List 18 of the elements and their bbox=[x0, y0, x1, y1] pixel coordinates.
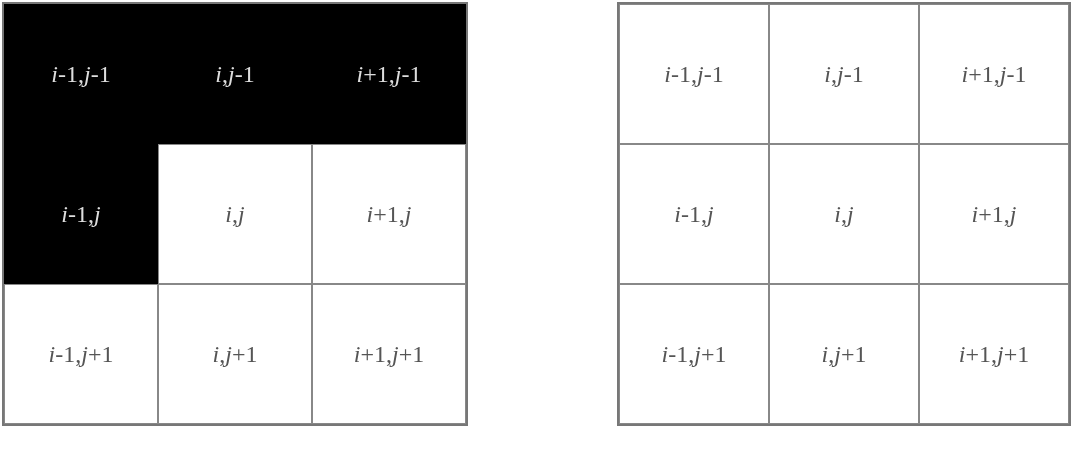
grid-cell: i-1,j bbox=[4, 144, 158, 284]
grid-cell: i+1,j+1 bbox=[919, 284, 1069, 424]
grid-cell: i-1,j-1 bbox=[619, 4, 769, 144]
grid-cell: i+1,j bbox=[919, 144, 1069, 284]
grid-cell: i+1,j-1 bbox=[919, 4, 1069, 144]
grid-cell: i,j-1 bbox=[769, 4, 919, 144]
grid-cell: i-1,j+1 bbox=[4, 284, 158, 424]
grid-cell: i,j bbox=[158, 144, 312, 284]
grid-cell: i,j+1 bbox=[769, 284, 919, 424]
grid-cell: i+1,j-1 bbox=[312, 4, 466, 144]
grid-cell: i+1,j+1 bbox=[312, 284, 466, 424]
grid-cell: i+1,j bbox=[312, 144, 466, 284]
grid-cell: i-1,j+1 bbox=[619, 284, 769, 424]
grid-cell: i-1,j bbox=[619, 144, 769, 284]
grid-cell: i,j bbox=[769, 144, 919, 284]
grid-cell: i,j+1 bbox=[158, 284, 312, 424]
grid-cell: i,j-1 bbox=[158, 4, 312, 144]
grid-cell: i-1,j-1 bbox=[4, 4, 158, 144]
